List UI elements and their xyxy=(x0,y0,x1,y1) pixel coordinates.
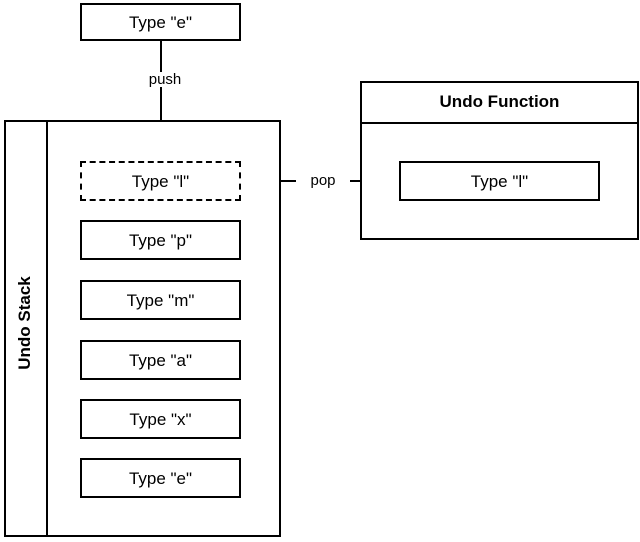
stack-item-label: Type "m" xyxy=(126,290,195,310)
stack-item-0[interactable]: Type "l" xyxy=(80,161,241,201)
stack-item-label: Type "x" xyxy=(129,409,192,429)
undo-stack-label: Undo Stack xyxy=(15,268,35,378)
stack-item-label: Type "p" xyxy=(128,230,193,250)
stack-item-label: Type "e" xyxy=(128,468,193,488)
input-action-box[interactable]: Type "e" xyxy=(80,3,241,41)
undo-stack-label-divider xyxy=(46,120,48,537)
undo-function-title: Undo Function xyxy=(360,81,639,122)
push-edge-label-text: push xyxy=(148,71,182,88)
input-action-label: Type "e" xyxy=(128,12,193,32)
pop-edge-label: pop xyxy=(296,173,350,188)
stack-item-3[interactable]: Type "a" xyxy=(80,340,241,380)
pop-edge-label-text: pop xyxy=(310,172,336,189)
stack-item-label: Type "a" xyxy=(128,350,193,370)
stack-item-label: Type "l" xyxy=(131,171,190,191)
undo-stack-label-text: Undo Stack xyxy=(15,276,34,370)
stack-item-2[interactable]: Type "m" xyxy=(80,280,241,320)
undo-function-payload-label: Type "l" xyxy=(470,171,529,191)
undo-function-payload-box[interactable]: Type "l" xyxy=(399,161,600,201)
stack-item-4[interactable]: Type "x" xyxy=(80,399,241,439)
undo-function-title-text: Undo Function xyxy=(439,91,560,111)
stack-item-1[interactable]: Type "p" xyxy=(80,220,241,260)
undo-function-panel xyxy=(360,81,639,240)
push-edge-label: push xyxy=(137,72,193,87)
stack-item-5[interactable]: Type "e" xyxy=(80,458,241,498)
undo-function-title-divider xyxy=(360,122,639,124)
